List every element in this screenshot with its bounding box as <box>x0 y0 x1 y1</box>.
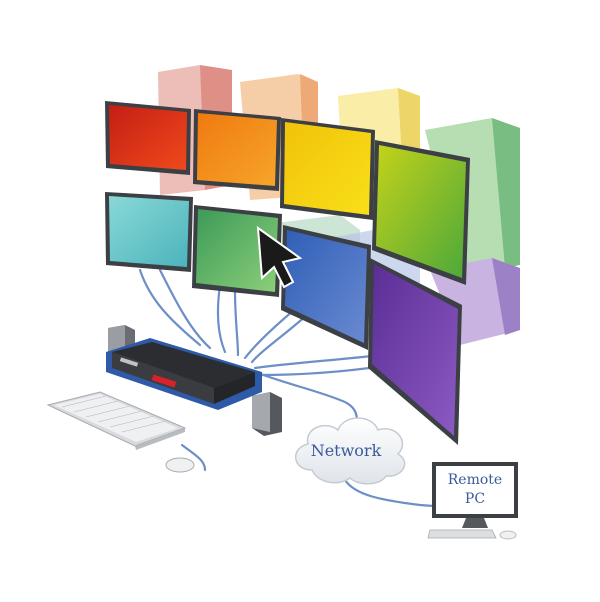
remote-label-line1: Remote <box>448 472 502 488</box>
monitor-5 <box>105 192 193 272</box>
monitor-3 <box>280 118 375 220</box>
remote-pc-icon: Remote PC <box>427 462 518 540</box>
monitor-7 <box>281 225 371 350</box>
kvm-switch <box>106 338 262 410</box>
speaker-icon <box>252 392 282 436</box>
monitor-8 <box>368 258 462 445</box>
network-label: Network <box>311 441 382 460</box>
keyboard-icon <box>46 391 187 450</box>
mouse-pointer-icon <box>256 225 303 289</box>
monitor-4 <box>372 140 470 285</box>
cloud-icon: Network <box>295 417 406 485</box>
mouse-icon <box>165 457 195 473</box>
monitor-2 <box>193 109 281 191</box>
remote-label-line2: PC <box>465 491 485 507</box>
monitor-1 <box>105 101 191 175</box>
